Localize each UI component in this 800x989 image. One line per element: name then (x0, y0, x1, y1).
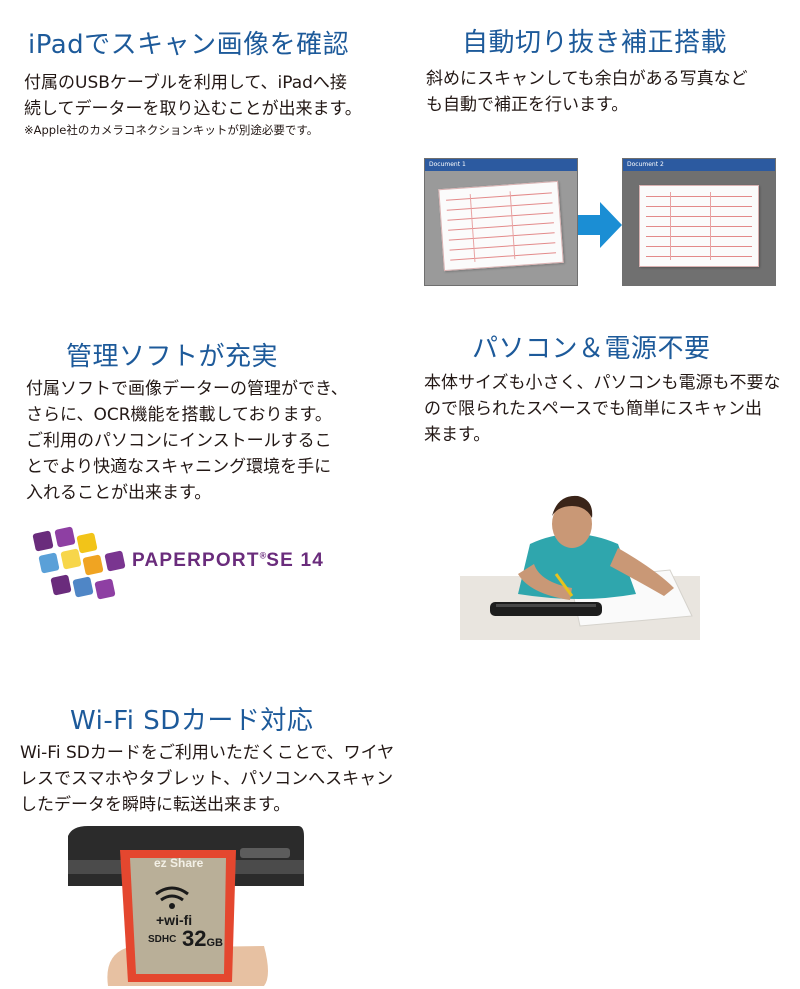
logo-tile-icon (50, 574, 72, 596)
software-section-title: 管理ソフトが充実 (66, 342, 279, 372)
autocrop-section-title: 自動切り抜き補正搭載 (462, 28, 728, 58)
software-text-line: ご利用のパソコンにインストールするこ (26, 431, 332, 451)
autocrop-text-line: 斜めにスキャンしても余白がある写真など (426, 69, 748, 89)
paperport-wordmark: PAPERPORT®SE 14 (132, 550, 325, 571)
document-before-pane (433, 177, 569, 277)
document-before-label: Document 1 (425, 159, 577, 171)
logo-tile-icon (72, 576, 94, 598)
sd-card-capacity: 32GB (182, 926, 223, 951)
sd-card-brand: ez Share (154, 856, 204, 870)
corrected-document (639, 185, 759, 267)
ipad-note: ※Apple社のカメラコネクションキットが別途必要です。 (24, 123, 319, 137)
ipad-section-title: iPadでスキャン画像を確認 (28, 30, 350, 60)
wifi-text-line: Wi-Fi SDカードをご利用いただくことで、ワイヤ (20, 743, 395, 763)
man-with-scanner-photo (460, 484, 700, 640)
document-after-label: Document 2 (623, 159, 775, 171)
wifi-section-text: Wi-Fi SDカードをご利用いただくことで、ワイヤ レスでスマホやタブレット、… (20, 740, 394, 818)
sd-card-wifi-label: +wi-fi (156, 912, 193, 928)
nopc-text-line: 来ます。 (424, 425, 491, 445)
software-text-line: 入れることが出来ます。 (26, 483, 212, 503)
nopc-text-line: 本体サイズも小さく、パソコンも電源も不要な (424, 373, 781, 393)
ipad-text-line: 付属のUSBケーブルを利用して、iPadへ接 (24, 73, 347, 93)
logo-tile-icon (54, 526, 76, 548)
software-section-text: 付属ソフトで画像データーの管理ができ、 さらに、OCR機能を搭載しております。 … (26, 376, 348, 506)
software-text-line: とでより快適なスキャニング環境を手に (26, 457, 332, 477)
logo-tile-icon (38, 552, 60, 574)
nopc-section-title: パソコン＆電源不要 (472, 334, 711, 364)
arrow-right-icon (578, 202, 622, 248)
device-slot-graphic (68, 826, 304, 986)
skewed-document (438, 180, 564, 272)
autocrop-text-line: も自動で補正を行います。 (426, 95, 629, 115)
ipad-section-text: 付属のUSBケーブルを利用して、iPadへ接 続してデーターを取り込むことが出来… (24, 70, 362, 138)
document-after-window: Document 2 (622, 158, 776, 286)
wifi-text-line: したデータを瞬時に転送出来ます。 (20, 795, 291, 815)
document-after-pane (631, 177, 767, 277)
logo-tile-icon (104, 550, 126, 572)
logo-tile-icon (82, 554, 104, 576)
logo-tile-icon (60, 548, 82, 570)
logo-tile-icon (32, 530, 54, 552)
nopc-text-line: ので限られたスペースでも簡単にスキャン出 (424, 399, 762, 419)
wifi-sd-card-photo: ez Share +wi-fi SDHC 32GB (68, 826, 304, 986)
sd-card-sdhc-label: SDHC (148, 934, 177, 945)
logo-tile-icon (94, 578, 116, 600)
software-text-line: さらに、OCR機能を搭載しております。 (26, 405, 332, 425)
document-before-window: Document 1 (424, 158, 578, 286)
wifi-section-title: Wi-Fi SDカード対応 (70, 706, 314, 736)
wifi-text-line: レスでスマホやタブレット、パソコンへスキャン (20, 769, 394, 789)
ipad-text-line: 続してデーターを取り込むことが出来ます。 (24, 99, 362, 119)
paperport-logo: PAPERPORT®SE 14 (24, 522, 328, 614)
nopc-section-text: 本体サイズも小さく、パソコンも電源も不要な ので限られたスペースでも簡単にスキャ… (424, 370, 781, 448)
logo-tile-icon (76, 532, 98, 554)
software-text-line: 付属ソフトで画像データーの管理ができ、 (26, 379, 348, 399)
autocrop-section-text: 斜めにスキャンしても余白がある写真など も自動で補正を行います。 (426, 66, 748, 118)
